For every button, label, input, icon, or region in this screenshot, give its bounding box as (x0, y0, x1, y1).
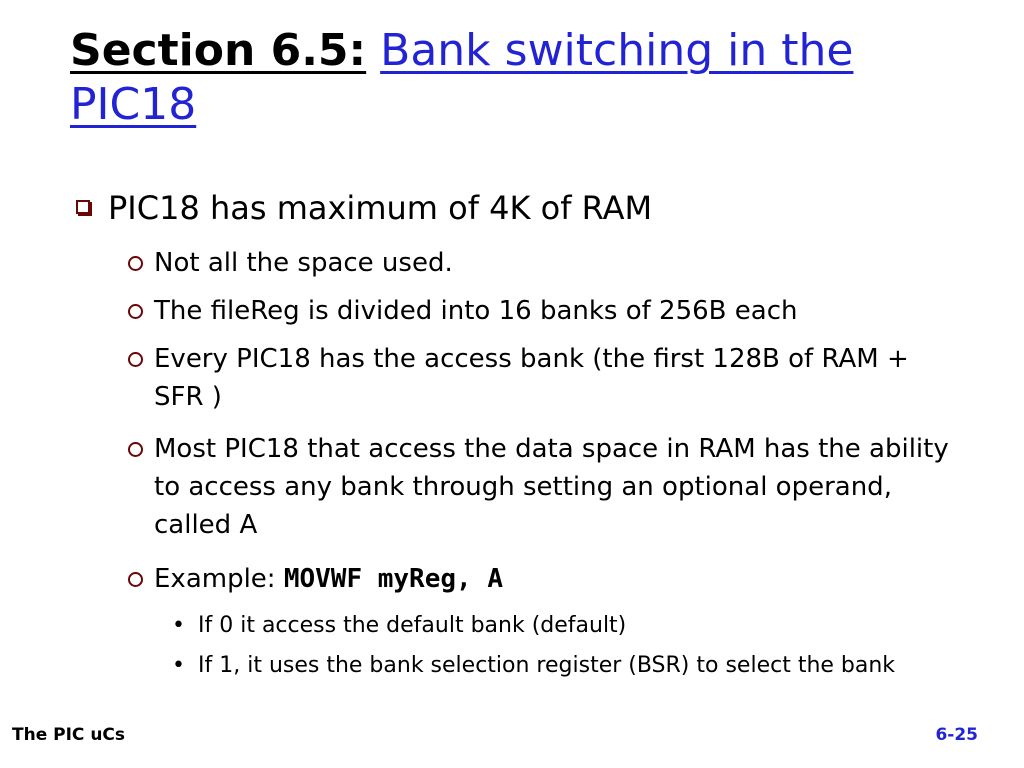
bullet-sub-5: Example: MOVWF myReg, A (128, 560, 958, 598)
footer-page-number: 6-25 (935, 725, 978, 745)
bullet-sub-5-item-2: • If 1, it uses the bank selection regis… (172, 650, 952, 682)
bullet-sub-5-item-1-text: If 0 it access the default bank (default… (198, 613, 627, 638)
dot-bullet-icon: • (172, 613, 185, 638)
section-topic-link[interactable]: Bank switching in the PIC18 (70, 25, 854, 130)
slide-title: Section 6.5: Bank switching in the PIC18 (70, 24, 970, 132)
example-code: MOVWF myReg, A (283, 564, 503, 594)
bullet-sub-4-text: Most PIC18 that access the data space in… (154, 434, 949, 540)
square-bullet-icon (76, 200, 90, 214)
ring-bullet-icon (128, 572, 143, 587)
bullet-sub-5-item-2-text: If 1, it uses the bank selection registe… (198, 653, 896, 678)
bullet-main-text: PIC18 has maximum of 4K of RAM (108, 189, 653, 227)
footer-course-title: The PIC uCs (12, 725, 126, 745)
bullet-sub-3: Every PIC18 has the access bank (the fir… (128, 340, 928, 416)
bullet-sub-3-text: Every PIC18 has the access bank (the fir… (154, 344, 909, 412)
ring-bullet-icon (128, 256, 143, 271)
ring-bullet-icon (128, 304, 143, 319)
bullet-sub-1-text: Not all the space used. (154, 248, 453, 278)
dot-bullet-icon: • (172, 653, 185, 678)
example-label: Example: (154, 564, 276, 594)
bullet-sub-5-text: Example: MOVWF myReg, A (154, 560, 958, 598)
ring-bullet-icon (128, 442, 143, 457)
bullet-sub-1: Not all the space used. (128, 244, 958, 282)
bullet-sub-5-item-1: • If 0 it access the default bank (defau… (172, 610, 962, 642)
bullet-main: PIC18 has maximum of 4K of RAM (76, 188, 652, 228)
bullet-sub-2: The fileReg is divided into 16 banks of … (128, 292, 958, 330)
section-number: Section 6.5: (70, 25, 367, 76)
bullet-sub-2-text: The fileReg is divided into 16 banks of … (154, 296, 798, 326)
ring-bullet-icon (128, 352, 143, 367)
bullet-sub-4: Most PIC18 that access the data space in… (128, 430, 958, 544)
